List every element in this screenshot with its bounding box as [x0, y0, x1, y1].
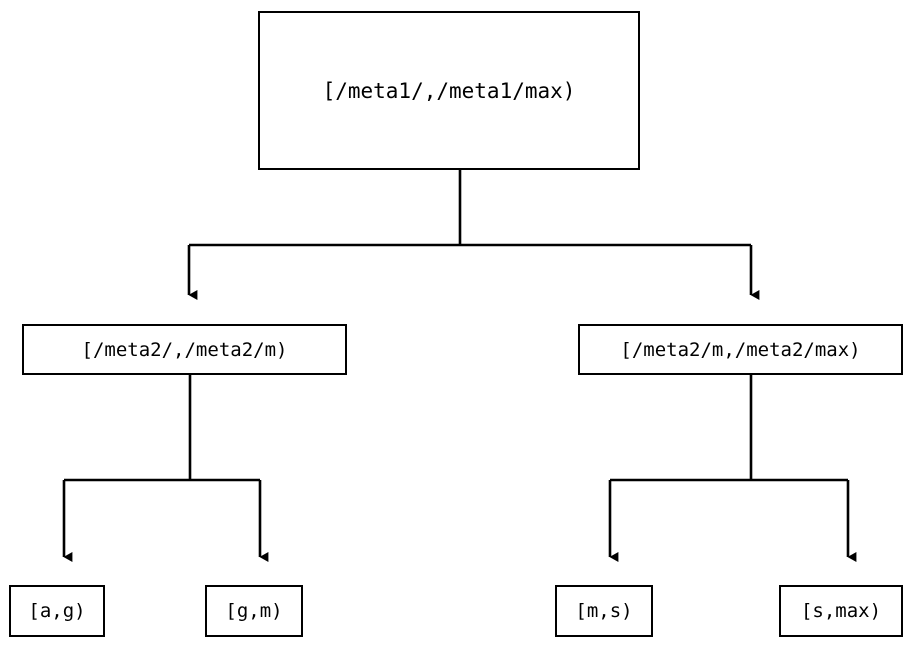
- node-leaf-g-m-label: [g,m): [225, 600, 283, 622]
- node-mid-left-label: [/meta2/,/meta2/m): [81, 338, 288, 361]
- node-leaf-g-m[interactable]: [g,m): [205, 585, 303, 637]
- edge-root-to-level2: [187, 170, 760, 300]
- node-leaf-a-g-label: [a,g): [28, 600, 86, 622]
- node-root[interactable]: [/meta1/,/meta1/max): [258, 11, 640, 170]
- node-root-label: [/meta1/,/meta1/max): [322, 78, 576, 103]
- node-mid-right[interactable]: [/meta2/m,/meta2/max): [578, 324, 903, 375]
- node-leaf-m-s-label: [m,s): [575, 600, 633, 622]
- node-mid-right-label: [/meta2/m,/meta2/max): [620, 338, 861, 361]
- node-leaf-s-max[interactable]: [s,max): [779, 585, 903, 637]
- node-leaf-a-g[interactable]: [a,g): [9, 585, 105, 637]
- node-leaf-s-max-label: [s,max): [800, 600, 882, 622]
- node-mid-left[interactable]: [/meta2/,/meta2/m): [22, 324, 347, 375]
- node-leaf-m-s[interactable]: [m,s): [555, 585, 653, 637]
- edge-mid-right-to-leaves: [608, 375, 857, 562]
- edge-mid-left-to-leaves: [62, 375, 269, 562]
